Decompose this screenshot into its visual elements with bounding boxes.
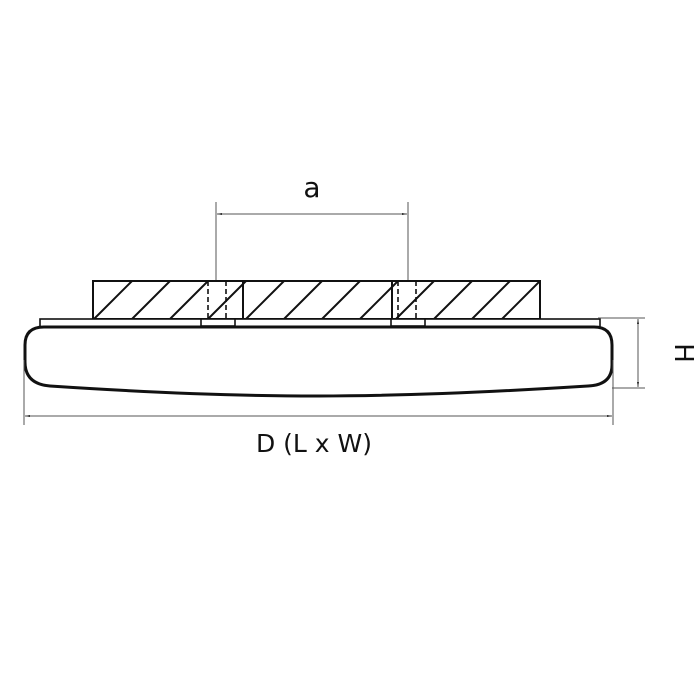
mounting-bracket	[92, 280, 541, 320]
dimension-d: D (L x W)	[23, 360, 614, 458]
dimension-label-a: a	[303, 171, 320, 204]
dimension-label-d: D (L x W)	[256, 429, 372, 458]
screw-head	[200, 318, 236, 327]
lamp-shade	[23, 325, 614, 398]
dimension-a: a	[215, 171, 409, 280]
screw-head	[390, 318, 426, 327]
dimension-label-h: H	[668, 343, 698, 363]
dimension-h: H	[598, 317, 698, 389]
screw-hole	[207, 280, 417, 320]
